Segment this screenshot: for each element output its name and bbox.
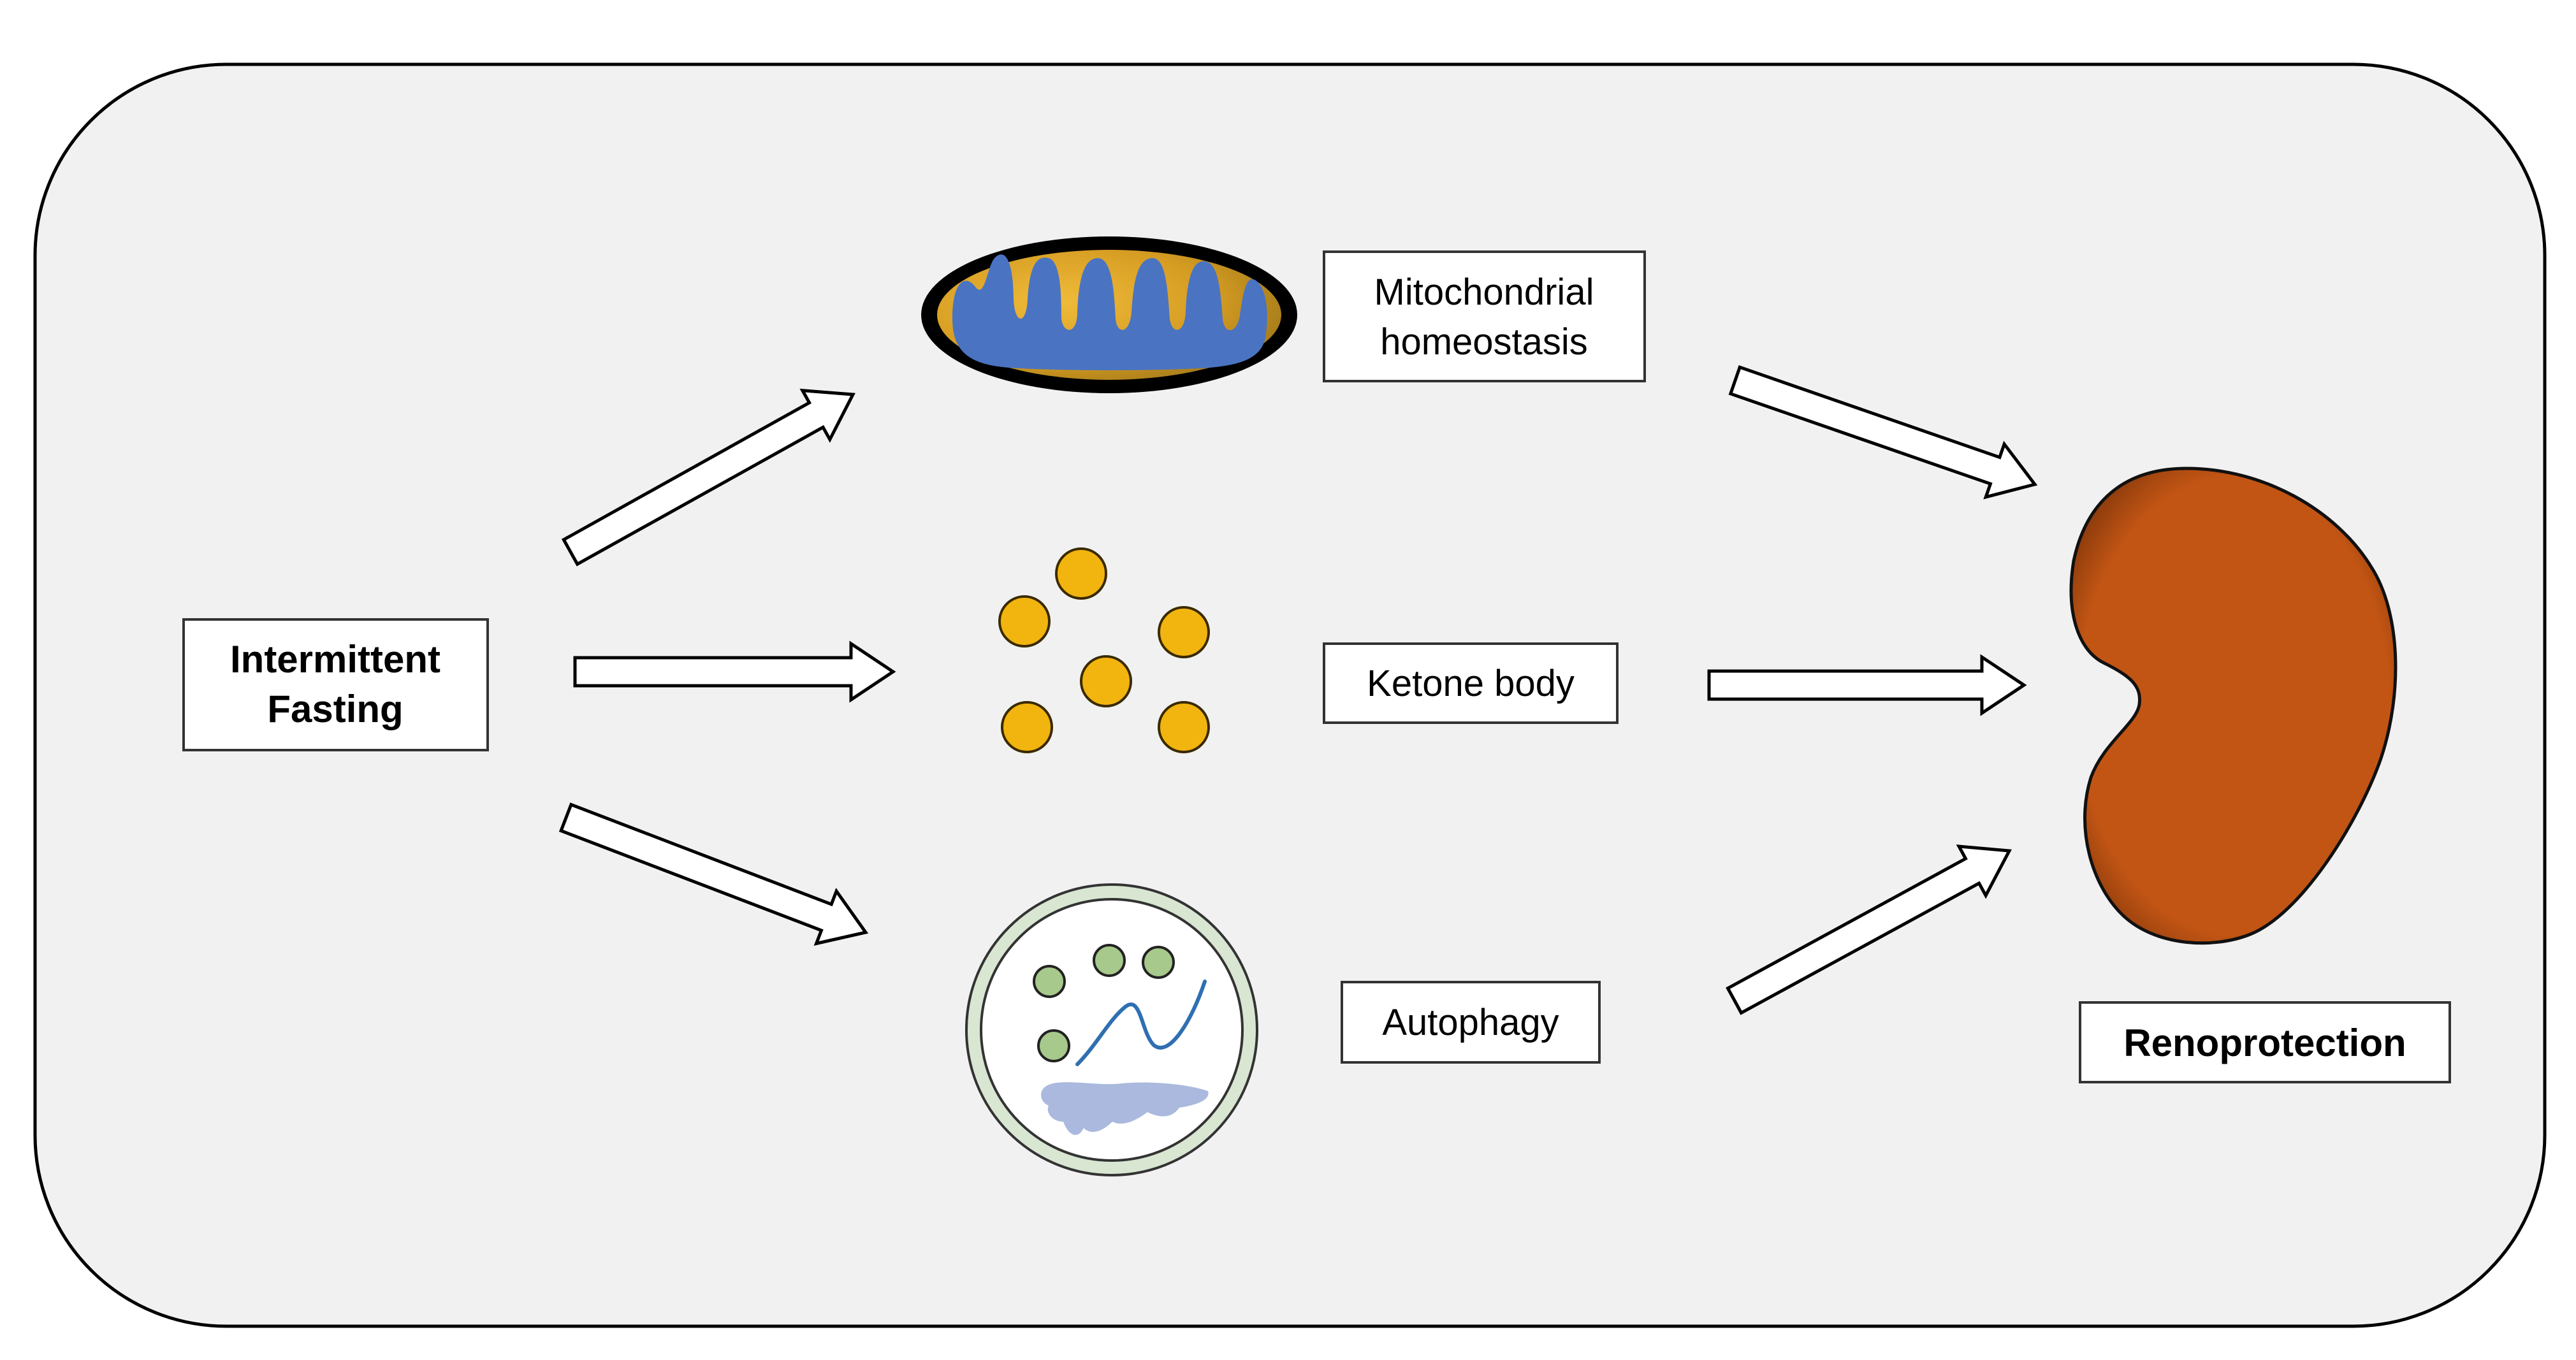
kidney-icon [2069,467,2398,945]
ketone-dot [1001,701,1053,753]
background-panel [33,62,2547,1328]
node-ketone-line-1: Ketone body [1367,663,1575,704]
edge-mito-to-reno [1728,365,2038,500]
ketone-dot [1158,701,1210,753]
node-reno-line-1: Renoprotection [2123,1022,2406,1064]
node-reno: Renoprotection [2079,1001,2451,1083]
node-mito: Mitochondrial homeostasis [1323,250,1646,382]
ketone-dot [1158,606,1210,658]
node-mito-line-1: Mitochondrial [1374,271,1594,313]
mitochondrion-icon [921,236,1297,393]
node-autophagy-line-1: Autophagy [1382,1002,1559,1043]
edge-fasting-to-autophagy [558,802,869,946]
ketone-dot [1055,547,1107,600]
node-fasting-line-2: Fasting [267,688,403,730]
edge-fasting-to-mito [561,388,855,567]
ketone-dot [1080,655,1132,707]
edges-layer [558,365,2038,1015]
edge-autophagy-to-reno [1726,844,2012,1015]
edge-ketone-to-reno [1707,654,2027,716]
ketone-bodies-icon [998,547,1210,753]
node-fasting-line-1: Intermittent [230,638,440,681]
ketone-dot [998,595,1051,647]
node-ketone: Ketone body [1323,642,1619,724]
autophagosome-icon [965,883,1258,1176]
node-mito-line-2: homeostasis [1380,321,1588,363]
node-fasting: Intermittent Fasting [182,618,489,751]
edge-fasting-to-ketone [573,640,896,703]
node-autophagy: Autophagy [1341,981,1601,1064]
